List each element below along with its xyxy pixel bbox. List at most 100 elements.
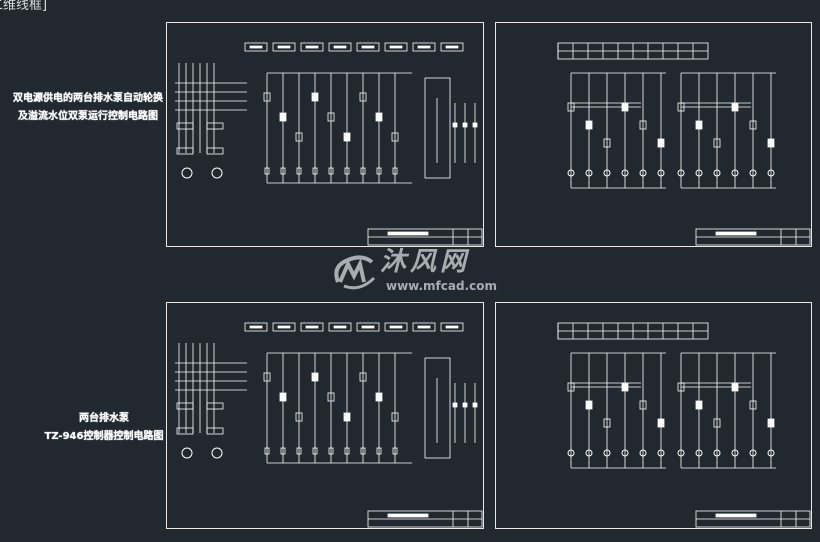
drawing-sheet-2[interactable] <box>495 22 812 247</box>
component <box>176 147 194 155</box>
component <box>440 322 464 332</box>
component <box>389 45 403 49</box>
motor <box>677 169 685 177</box>
component <box>412 42 436 52</box>
component <box>343 412 351 422</box>
component <box>376 447 382 455</box>
motor <box>749 449 757 457</box>
component <box>176 122 194 130</box>
component <box>361 45 375 49</box>
component <box>295 412 303 422</box>
motor <box>767 169 775 177</box>
viewport-label[interactable]: 二维线框] <box>0 0 48 13</box>
component <box>344 447 350 455</box>
component <box>384 322 408 332</box>
motor <box>567 169 575 177</box>
component <box>249 45 263 49</box>
motor <box>603 169 611 177</box>
component <box>767 418 775 428</box>
motor <box>567 449 575 457</box>
drawing-sheet-1[interactable] <box>166 22 484 247</box>
schematic <box>175 322 483 528</box>
component <box>311 372 319 382</box>
component <box>264 447 270 455</box>
motor <box>585 449 593 457</box>
motor <box>585 169 593 177</box>
component <box>328 447 334 455</box>
component <box>176 402 194 410</box>
component <box>695 400 703 410</box>
schematic <box>557 322 811 528</box>
component <box>440 42 464 52</box>
component <box>300 42 324 52</box>
component <box>376 167 382 175</box>
component <box>244 322 268 332</box>
component <box>343 132 351 142</box>
component <box>375 392 383 402</box>
watermark-url: www.mfcad.com <box>386 279 497 293</box>
component <box>392 167 398 175</box>
component <box>715 231 757 236</box>
component <box>603 138 611 148</box>
component <box>412 322 436 332</box>
component <box>280 447 286 455</box>
caption-line: 及溢流水位双泵运行控制电路图 <box>18 111 158 122</box>
drawing-sheet-4[interactable] <box>495 302 812 529</box>
component <box>384 42 408 52</box>
component <box>249 325 263 329</box>
component <box>263 372 271 382</box>
component <box>462 402 468 408</box>
component <box>713 418 721 428</box>
motor <box>211 167 223 179</box>
component <box>360 447 366 455</box>
motor <box>713 169 721 177</box>
motor <box>713 449 721 457</box>
component <box>312 167 318 175</box>
component <box>244 42 268 52</box>
component <box>280 167 286 175</box>
component <box>327 392 335 402</box>
component <box>452 402 458 408</box>
component <box>361 325 375 329</box>
component <box>305 325 319 329</box>
component <box>356 322 380 332</box>
caption-line: 两台排水泵 <box>79 413 129 424</box>
component <box>695 120 703 130</box>
component <box>296 167 302 175</box>
motor <box>621 169 629 177</box>
component <box>176 427 194 435</box>
component <box>206 402 224 410</box>
component <box>206 427 224 435</box>
motor <box>181 447 193 459</box>
component <box>311 92 319 102</box>
component <box>296 447 302 455</box>
component <box>272 42 296 52</box>
component <box>279 392 287 402</box>
motor <box>639 169 647 177</box>
component <box>713 138 721 148</box>
motor <box>621 449 629 457</box>
motor <box>211 447 223 459</box>
component <box>344 167 350 175</box>
component <box>417 325 431 329</box>
motor <box>603 449 611 457</box>
component <box>206 147 224 155</box>
motor <box>695 169 703 177</box>
component <box>263 92 271 102</box>
component <box>391 132 399 142</box>
component <box>277 45 291 49</box>
drawing-sheet-3[interactable] <box>166 302 484 529</box>
component <box>359 92 367 102</box>
component <box>472 122 478 128</box>
motor <box>677 449 685 457</box>
component <box>279 112 287 122</box>
motor <box>695 449 703 457</box>
component <box>392 447 398 455</box>
component <box>312 447 318 455</box>
component <box>715 513 757 518</box>
component <box>445 45 459 49</box>
component <box>264 167 270 175</box>
schematic <box>557 42 811 246</box>
component <box>328 167 334 175</box>
component <box>767 138 775 148</box>
